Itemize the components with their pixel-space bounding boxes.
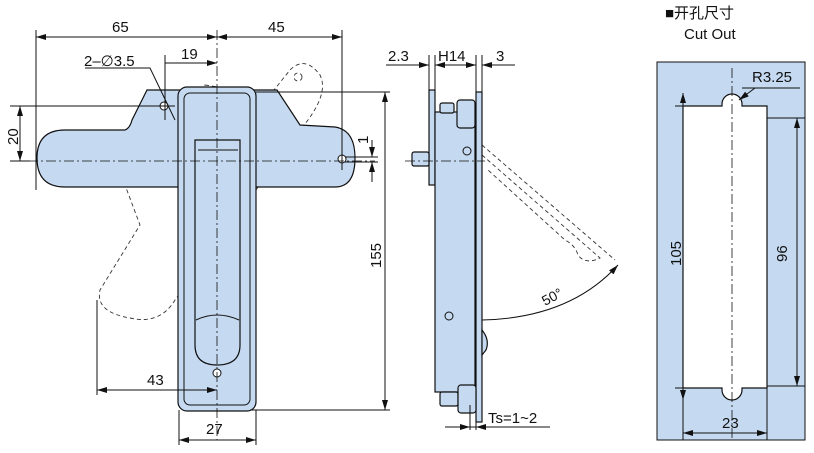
dim-radius: R3.25 <box>752 69 792 86</box>
dim-45: 45 <box>268 19 285 36</box>
dim-155: 155 <box>368 243 385 268</box>
cutout-slot <box>682 93 768 401</box>
side-view: 2.3 H14 3 50° Ts=1~2 <box>386 48 619 430</box>
dim-20: 20 <box>5 128 22 145</box>
dim-43: 43 <box>147 372 164 389</box>
dim-1: 1 <box>355 136 372 144</box>
dim-105: 105 <box>668 241 685 266</box>
dim-19: 19 <box>181 46 198 63</box>
dim-h14: H14 <box>438 48 466 65</box>
dim-hole-diameter: 2–∅3.5 <box>84 53 135 70</box>
cutout-title: ■开孔尺寸 <box>665 5 734 22</box>
dim-2-3: 2.3 <box>388 48 409 65</box>
handle-grip <box>194 139 241 366</box>
panel-thickness: Ts=1~2 <box>488 410 537 427</box>
dim-23: 23 <box>722 415 739 432</box>
dim-27: 27 <box>206 421 223 438</box>
front-view: 65 45 19 2–∅3.5 20 1 155 43 27 <box>5 19 390 445</box>
dim-65: 65 <box>112 19 129 36</box>
dim-96: 96 <box>774 245 791 262</box>
cutout-subtitle: Cut Out <box>684 26 737 43</box>
cutout-view: ■开孔尺寸 Cut Out R3.25 105 96 23 <box>656 5 806 441</box>
side-panel-plate <box>475 91 483 423</box>
side-body <box>434 111 476 393</box>
opened-handle-outline <box>481 144 616 262</box>
dim-3: 3 <box>496 48 504 65</box>
